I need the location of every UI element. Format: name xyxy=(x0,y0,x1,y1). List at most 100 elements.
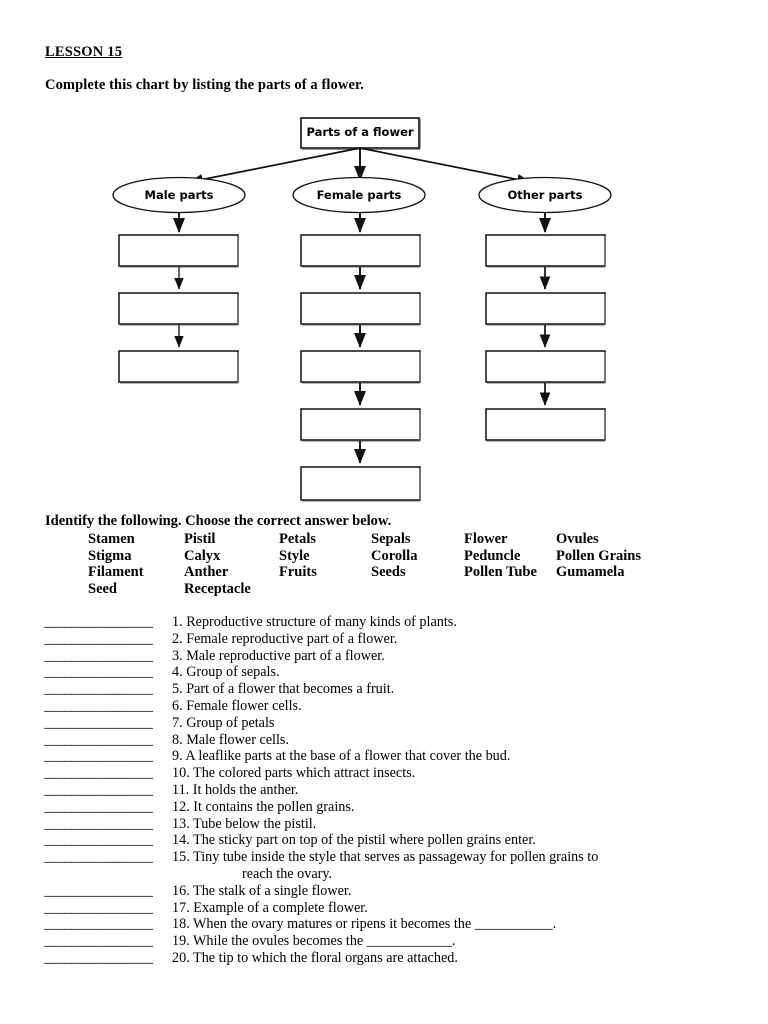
question-row: ________________ 7. Group of petals xyxy=(44,715,744,732)
question-continuation-text: reach the ovary. xyxy=(242,865,333,882)
blank-box-male-1[interactable] xyxy=(118,234,239,267)
word-bank-item: Seeds xyxy=(371,564,406,580)
word-bank-row: Seed Receptacle xyxy=(88,581,708,598)
identify-instruction: Identify the following. Choose the corre… xyxy=(45,513,392,529)
question-row: ________________ 2. Female reproductive p… xyxy=(44,631,744,648)
question-row: ________________ 1. Reproductive structur… xyxy=(44,614,744,631)
question-row: ________________ 19. While the ovules bec… xyxy=(44,933,744,950)
question-text: 13. Tube below the pistil. xyxy=(172,815,317,832)
question-text: 1. Reproductive structure of many kinds … xyxy=(172,614,457,630)
question-row: ________________ 4. Group of sepals. xyxy=(44,664,744,681)
answer-blank[interactable]: ________________ xyxy=(44,614,153,630)
question-text: 17. Example of a complete flower. xyxy=(172,899,368,916)
answer-blank[interactable]: ________________ xyxy=(44,798,153,815)
answer-blank[interactable]: ________________ xyxy=(44,933,153,950)
blank-box-other-3[interactable] xyxy=(485,350,606,383)
word-bank-item: Stigma xyxy=(88,547,132,564)
word-bank-item: Peduncle xyxy=(464,547,521,564)
blank-box-other-1[interactable] xyxy=(485,234,606,267)
chart-instruction: Complete this chart by listing the parts… xyxy=(45,77,364,93)
word-bank-item: Pistil xyxy=(184,531,216,547)
answer-blank[interactable]: ________________ xyxy=(44,630,153,647)
question-text: 18. When the ovary matures or ripens it … xyxy=(172,916,557,933)
question-row: ________________ 12. It contains the poll… xyxy=(44,799,744,816)
answer-blank[interactable]: ________________ xyxy=(44,681,153,698)
connector-root-to-male xyxy=(189,147,361,185)
question-text: 4. Group of sepals. xyxy=(172,664,280,681)
word-bank-item: Sepals xyxy=(371,531,411,547)
question-text: 15. Tiny tube inside the style that serv… xyxy=(172,849,599,866)
blank-box-other-2[interactable] xyxy=(485,292,606,325)
question-text: 14. The sticky part on top of the pistil… xyxy=(172,832,536,849)
word-bank-row: Filament Anther Fruits Seeds Pollen Tube… xyxy=(88,564,708,581)
word-bank-item: Anther xyxy=(184,564,229,580)
word-bank-item: Receptacle xyxy=(184,580,251,597)
question-text: 10. The colored parts which attract inse… xyxy=(172,765,416,782)
question-text: 6. Female flower cells. xyxy=(172,697,302,714)
blank-box-female-5[interactable] xyxy=(300,466,421,501)
answer-blank[interactable]: ________________ xyxy=(44,949,153,966)
flow-chart-svg xyxy=(112,117,612,502)
blank-box-male-2[interactable] xyxy=(118,292,239,325)
blank-box-female-2[interactable] xyxy=(300,292,421,325)
question-row: ________________ 20. The tip to which the… xyxy=(44,950,744,967)
question-text: 7. Group of petals xyxy=(172,714,275,731)
answer-blank[interactable]: ________________ xyxy=(44,647,153,664)
answer-blank[interactable]: ________________ xyxy=(44,714,153,731)
word-bank-row: Stamen Pistil Petals Sepals Flower Ovule… xyxy=(88,531,708,548)
branch-node-male-parts xyxy=(112,176,246,214)
connector-root-to-other xyxy=(359,147,531,185)
flower-parts-flow-chart: Parts of a flower Male parts Female part… xyxy=(0,108,768,508)
answer-blank[interactable]: ________________ xyxy=(44,781,153,798)
word-bank-item: Petals xyxy=(279,531,317,547)
question-row: ________________ 8. Male flower cells. xyxy=(44,732,744,749)
question-list: ________________ 1. Reproductive structur… xyxy=(44,614,744,967)
question-row: ________________ 9. A leaflike parts at t… xyxy=(44,748,744,765)
word-bank-item: Style xyxy=(279,547,310,564)
word-bank-item: Pollen Tube xyxy=(464,564,537,580)
blank-box-female-1[interactable] xyxy=(300,234,421,267)
answer-blank[interactable]: ________________ xyxy=(44,849,153,866)
answer-blank[interactable]: ________________ xyxy=(44,731,153,748)
branch-node-female-parts xyxy=(292,176,426,214)
question-text: 12. It contains the pollen grains. xyxy=(172,798,355,815)
answer-blank[interactable]: ________________ xyxy=(44,916,153,933)
word-bank: Stamen Pistil Petals Sepals Flower Ovule… xyxy=(88,531,708,597)
branch-node-other-parts xyxy=(478,176,612,214)
blank-box-other-4[interactable] xyxy=(485,408,606,441)
root-node-box xyxy=(300,117,420,149)
question-text: 5. Part of a flower that becomes a fruit… xyxy=(172,681,395,698)
question-row: ________________ 15. Tiny tube inside the… xyxy=(44,849,744,866)
word-bank-item: Gumamela xyxy=(556,564,625,580)
question-text: 20. The tip to which the floral organs a… xyxy=(172,949,458,966)
word-bank-item: Seed xyxy=(88,580,117,597)
word-bank-item: Flower xyxy=(464,531,508,547)
question-text: 2. Female reproductive part of a flower. xyxy=(172,630,398,647)
word-bank-item: Pollen Grains xyxy=(556,547,641,564)
answer-blank[interactable]: ________________ xyxy=(44,765,153,782)
answer-blank[interactable]: ________________ xyxy=(44,815,153,832)
answer-blank[interactable]: ________________ xyxy=(44,882,153,899)
question-text: 9. A leaflike parts at the base of a flo… xyxy=(172,748,511,765)
word-bank-item: Stamen xyxy=(88,531,135,547)
blank-box-male-3[interactable] xyxy=(118,350,239,383)
answer-blank[interactable]: ________________ xyxy=(44,748,153,765)
question-text: 3. Male reproductive part of a flower. xyxy=(172,647,385,664)
question-text: 11. It holds the anther. xyxy=(172,781,299,798)
blank-box-female-3[interactable] xyxy=(300,350,421,383)
word-bank-row: Stigma Calyx Style Corolla Peduncle Poll… xyxy=(88,548,708,565)
word-bank-item: Calyx xyxy=(184,547,221,564)
answer-blank[interactable]: ________________ xyxy=(44,664,153,681)
answer-blank[interactable]: ________________ xyxy=(44,899,153,916)
question-text: 19. While the ovules becomes the _______… xyxy=(172,933,456,950)
answer-blank[interactable]: ________________ xyxy=(44,832,153,849)
question-row: ________________ 13. Tube below the pisti… xyxy=(44,816,744,833)
question-text: 16. The stalk of a single flower. xyxy=(172,882,352,899)
blank-box-female-4[interactable] xyxy=(300,408,421,441)
question-row: ________________ 3. Male reproductive par… xyxy=(44,648,744,665)
answer-blank[interactable]: ________________ xyxy=(44,697,153,714)
lesson-title: LESSON 15 xyxy=(45,44,123,60)
question-row: ________________ 14. The sticky part on t… xyxy=(44,832,744,849)
question-text: 8. Male flower cells. xyxy=(172,731,290,748)
